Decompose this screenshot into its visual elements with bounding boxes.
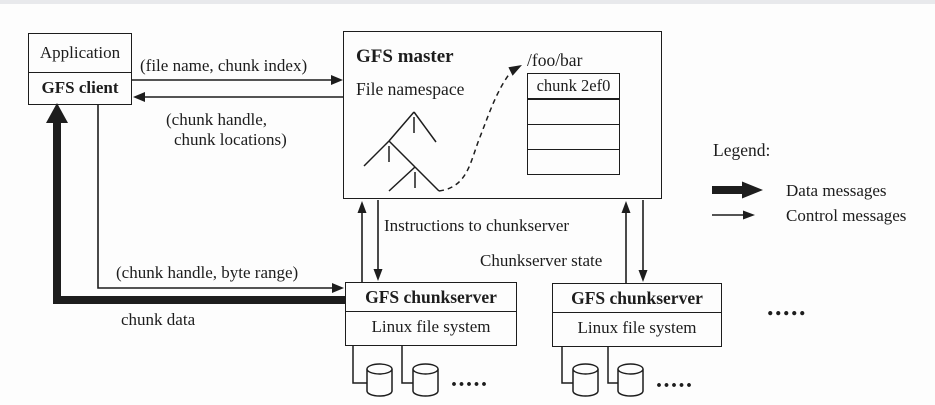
chunkserver-2-title: GFS chunkserver [553,284,721,313]
arrow-client-to-chunkserver [97,104,333,289]
disk-stem [401,346,414,384]
disk-cylinder [572,363,599,397]
label-instructions-to-chunkserver: Instructions to chunkserver [384,216,570,235]
disk-cylinder [366,363,393,397]
label-chunkserver-state: Chunkserver state [480,251,603,270]
label-chunk-handle-line1: (chunk handle, [166,110,268,129]
master-box [343,31,662,199]
disk-cylinder [617,363,644,397]
file-namespace-label: File namespace [356,79,465,99]
legend-control-messages-label: Control messages [786,206,907,225]
label-chunk-handle-byte-range: (chunk handle, byte range) [116,263,299,282]
disk-stem [561,347,574,384]
application-label: Application [39,43,121,62]
arrowhead-cs2-to-master [621,201,631,213]
path-label: /foo/bar [527,50,583,70]
label-chunk-handle-line2: chunk locations) [174,129,287,149]
legend-data-messages-label: Data messages [786,181,887,200]
disk-stem [607,347,619,384]
label-chunk-data: chunk data [121,310,196,329]
legend-control-arrowhead [743,210,755,220]
arrowhead-cs1-to-master [357,201,367,213]
arrow-chunk-data-thick [53,120,345,304]
chunk-table-row-empty [528,100,619,125]
namespace-tree [363,111,440,192]
chunkserver-1-title: GFS chunkserver [346,283,516,312]
arrowhead-master-to-cs2 [638,270,648,282]
label-file-name-chunk-index: (file name, chunk index) [140,56,308,75]
arrowhead-client-to-master [331,75,343,85]
arrowhead-client-to-chunkserver [332,283,344,293]
chunkserver-2-fs-label: Linux file system [577,318,697,337]
arrowhead-lookup-curve [508,65,522,76]
disk-cylinder [412,363,439,397]
arrowhead-master-to-cs1 [373,269,383,281]
client-box: Application GFS client [28,33,132,105]
gfs-client-label: GFS client [29,72,131,102]
chunkserver-1-box: GFS chunkserver Linux file system [345,282,517,346]
chunk-table-row-empty [528,150,619,174]
more-chunkservers-ellipsis: ..... [767,292,807,321]
chunkserver-2-box: GFS chunkserver Linux file system [552,283,722,347]
scan-edge-strip [0,0,935,4]
legend-title: Legend: [713,140,771,160]
disk-stem [352,346,368,384]
legend-data-arrowhead [742,181,763,199]
chunk-table: chunk 2ef0 [527,73,620,175]
dashed-lookup-curve [438,72,511,192]
disks-ellipsis-1: ..... [451,366,489,392]
label-chunk-handle-locations: (chunk handle, chunk locations) [166,110,287,149]
master-title: GFS master [356,46,454,67]
disks-ellipsis-2: ..... [656,367,694,393]
arrowhead-master-to-client [133,92,145,102]
arrowhead-chunk-data-thick [46,103,68,123]
chunk-table-row: chunk 2ef0 [528,74,619,100]
chunkserver-1-fs-label: Linux file system [371,317,491,336]
chunk-table-row-empty [528,125,619,150]
